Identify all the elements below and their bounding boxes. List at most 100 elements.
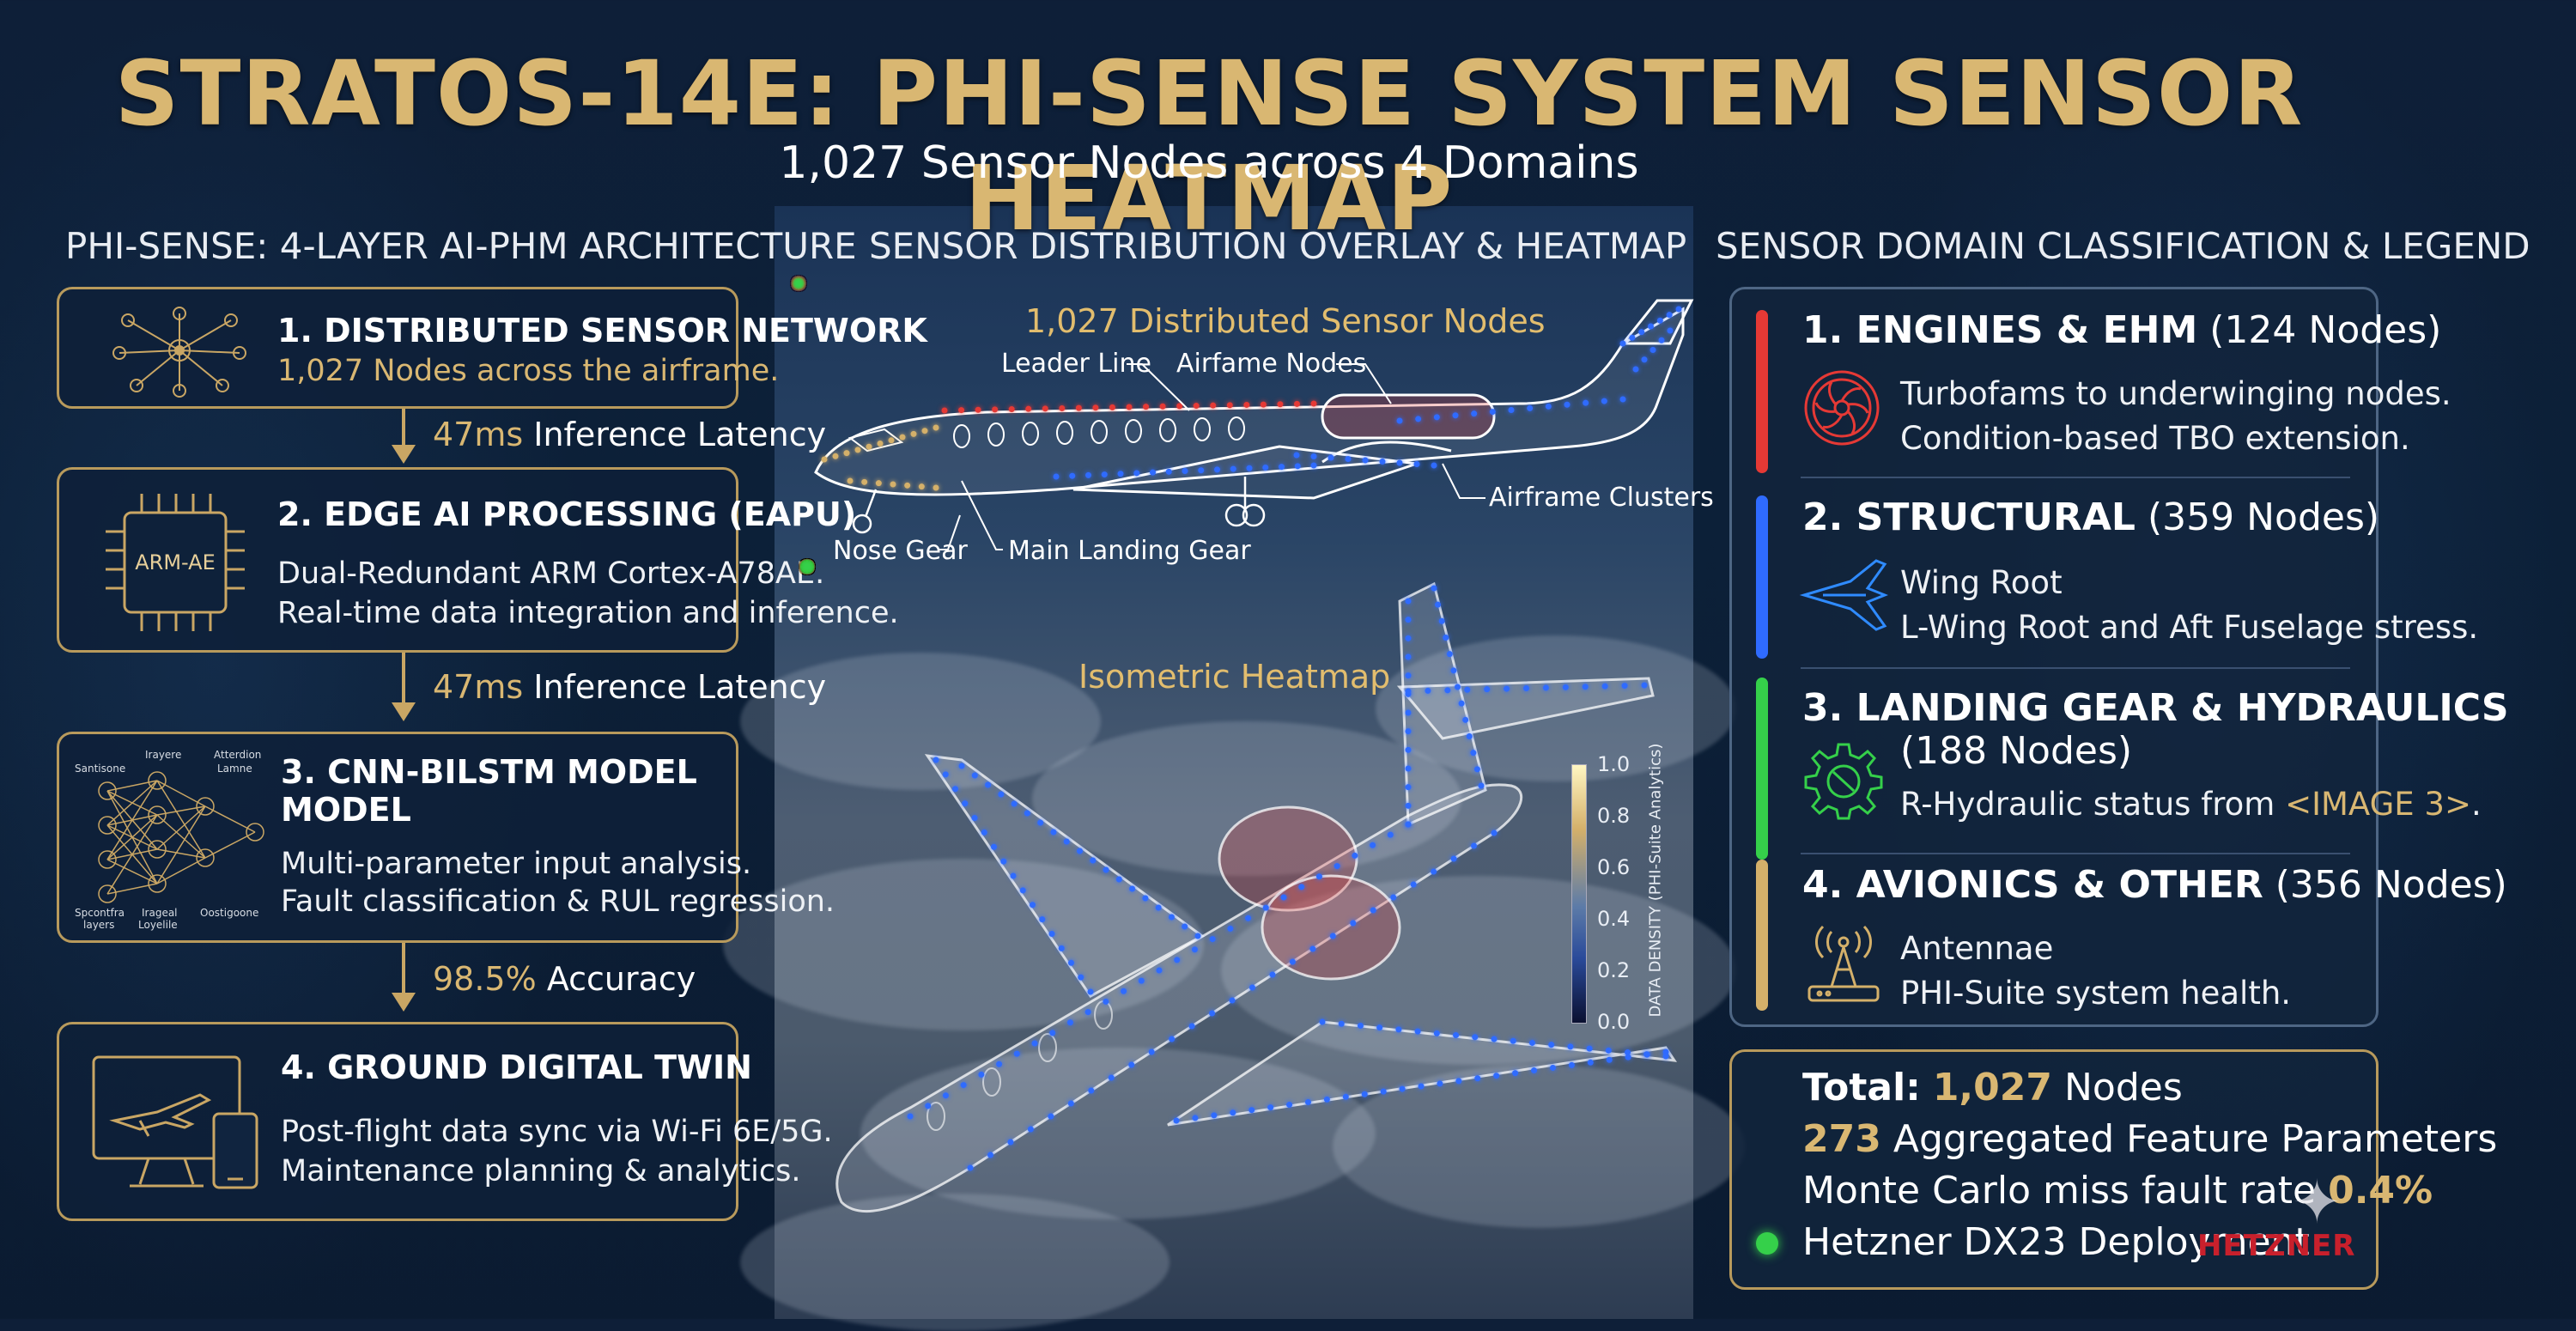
sensor-node (1108, 1074, 1115, 1081)
sensor-node (1227, 925, 1234, 932)
sensor-node (1298, 884, 1305, 890)
domain-2-text-2: L-Wing Root and Aft Fuselage stress. (1900, 609, 2479, 646)
sensor-node (981, 829, 987, 836)
sensor-node (1329, 933, 1336, 939)
sensor-node (1262, 904, 1269, 911)
sensor-node (1121, 988, 1127, 994)
sensor-node (1638, 329, 1645, 336)
sensor-node (1446, 651, 1453, 658)
sensor-node (1077, 848, 1083, 854)
sensor-node (1587, 1059, 1594, 1066)
sensor-node (941, 407, 948, 414)
sensor-node (1198, 467, 1205, 474)
sensor-node (1471, 410, 1478, 417)
sensor-node (1090, 857, 1097, 864)
sensor-node (971, 772, 978, 779)
sensor-node (1471, 842, 1478, 849)
sensor-node (1048, 931, 1055, 937)
sensor-node (1338, 1020, 1345, 1027)
sensor-node (1632, 366, 1639, 373)
sensor-node (991, 843, 997, 850)
sensor-node (1085, 471, 1091, 478)
sensor-node (1063, 838, 1070, 845)
sensor-node (1249, 1107, 1255, 1114)
domain-4-text-2: PHI-Suite system health. (1900, 975, 2292, 1012)
sensor-node (1010, 872, 1017, 879)
layer-4-text-1: Post-flight data sync via Wi-Fi 6E/5G. (281, 1115, 833, 1149)
sensor-node (904, 482, 911, 489)
airframe-nodes-label: Airfame Nodes (1176, 349, 1367, 379)
sensor-node (1357, 1022, 1364, 1029)
sensor-node (1395, 1026, 1402, 1033)
architecture-heading: PHI-SENSE: 4-LAYER AI-PHM ARCHITECTURE (65, 225, 857, 267)
sensor-node (1019, 887, 1026, 894)
sensor-node (1431, 462, 1437, 469)
nodes-label: 1,027 Distributed Sensor Nodes (1025, 302, 1546, 340)
digital-twin-icon (92, 1055, 258, 1189)
sensor-node (1462, 716, 1469, 723)
sensor-node (1405, 672, 1412, 679)
turbofan-icon (1804, 370, 1880, 446)
sensor-node (1182, 468, 1188, 474)
sensor-node (1619, 396, 1626, 403)
sensor-node (1504, 685, 1510, 692)
sensor-node (1334, 863, 1340, 870)
sensor-node (1087, 988, 1094, 995)
sensor-node (1289, 958, 1296, 965)
sensor-node (1648, 323, 1654, 330)
sensor-node (1039, 916, 1046, 923)
sensor-node (1405, 688, 1412, 695)
sensor-node (1323, 1096, 1330, 1103)
sensor-node (978, 1071, 985, 1078)
domain-4-text-1: Antennae (1900, 930, 2054, 967)
sensor-node (1433, 414, 1440, 421)
sensor-node (1068, 959, 1074, 966)
sensor-node (1405, 784, 1412, 791)
status-dot-icon (1756, 1232, 1778, 1255)
sensor-node (1315, 873, 1322, 880)
sensor-node (1405, 617, 1412, 623)
sensor-node (1641, 356, 1648, 363)
wing-root-icon (1799, 559, 1889, 631)
sensor-node (1126, 404, 1133, 410)
sensor-node (1048, 1113, 1054, 1120)
hetzner-watermark: HETZNER (2197, 1229, 2356, 1263)
sensor-node (1159, 403, 1166, 410)
sensor-node (1168, 914, 1175, 921)
page-subtitle: 1,027 Sensor Nodes across 4 Domains (779, 137, 1639, 189)
sensor-node (1269, 971, 1276, 978)
sensor-node (1464, 686, 1471, 693)
gear-icon (1804, 743, 1883, 820)
legend-heading: SENSOR DOMAIN CLASSIFICATION & LEGEND (1716, 225, 2530, 267)
sensor-node (847, 477, 854, 484)
sensor-node (1042, 405, 1048, 412)
sensor-node (832, 453, 839, 459)
sensor-node (1484, 686, 1491, 693)
sensor-node (1115, 876, 1122, 883)
sensor-node (899, 434, 906, 441)
sensor-node (1418, 1083, 1425, 1090)
sensor-node (1474, 1075, 1481, 1082)
sensor-node (1405, 653, 1412, 660)
sensor-node (1455, 1078, 1462, 1085)
sensor-node (1103, 998, 1109, 1005)
sensor-node (1053, 473, 1060, 480)
sensor-node (1413, 461, 1420, 467)
layer-2-title: 2. EDGE AI PROCESSING (EAPU) (277, 495, 857, 533)
sensor-node (933, 484, 939, 491)
sensor-node (1304, 1098, 1311, 1105)
sensor-node (1466, 733, 1473, 739)
metric-accuracy: 98.5% Accuracy (433, 960, 696, 998)
sensor-node (1438, 617, 1445, 624)
sensor-node (1059, 404, 1066, 411)
cb-tick-2: 0.8 (1597, 804, 1631, 828)
domain-3-title: 3. LANDING GEAR & HYDRAULICS (1802, 686, 2509, 730)
sensor-node (1214, 466, 1220, 473)
leader-line-label: Leader Line (1001, 349, 1151, 379)
svg-text:Irageal: Irageal (142, 907, 178, 919)
sensor-node (861, 478, 868, 485)
sensor-node (1024, 810, 1030, 817)
sensor-network-icon (112, 307, 246, 398)
sensor-node (1568, 1061, 1575, 1068)
sensor-node (1319, 1018, 1326, 1025)
